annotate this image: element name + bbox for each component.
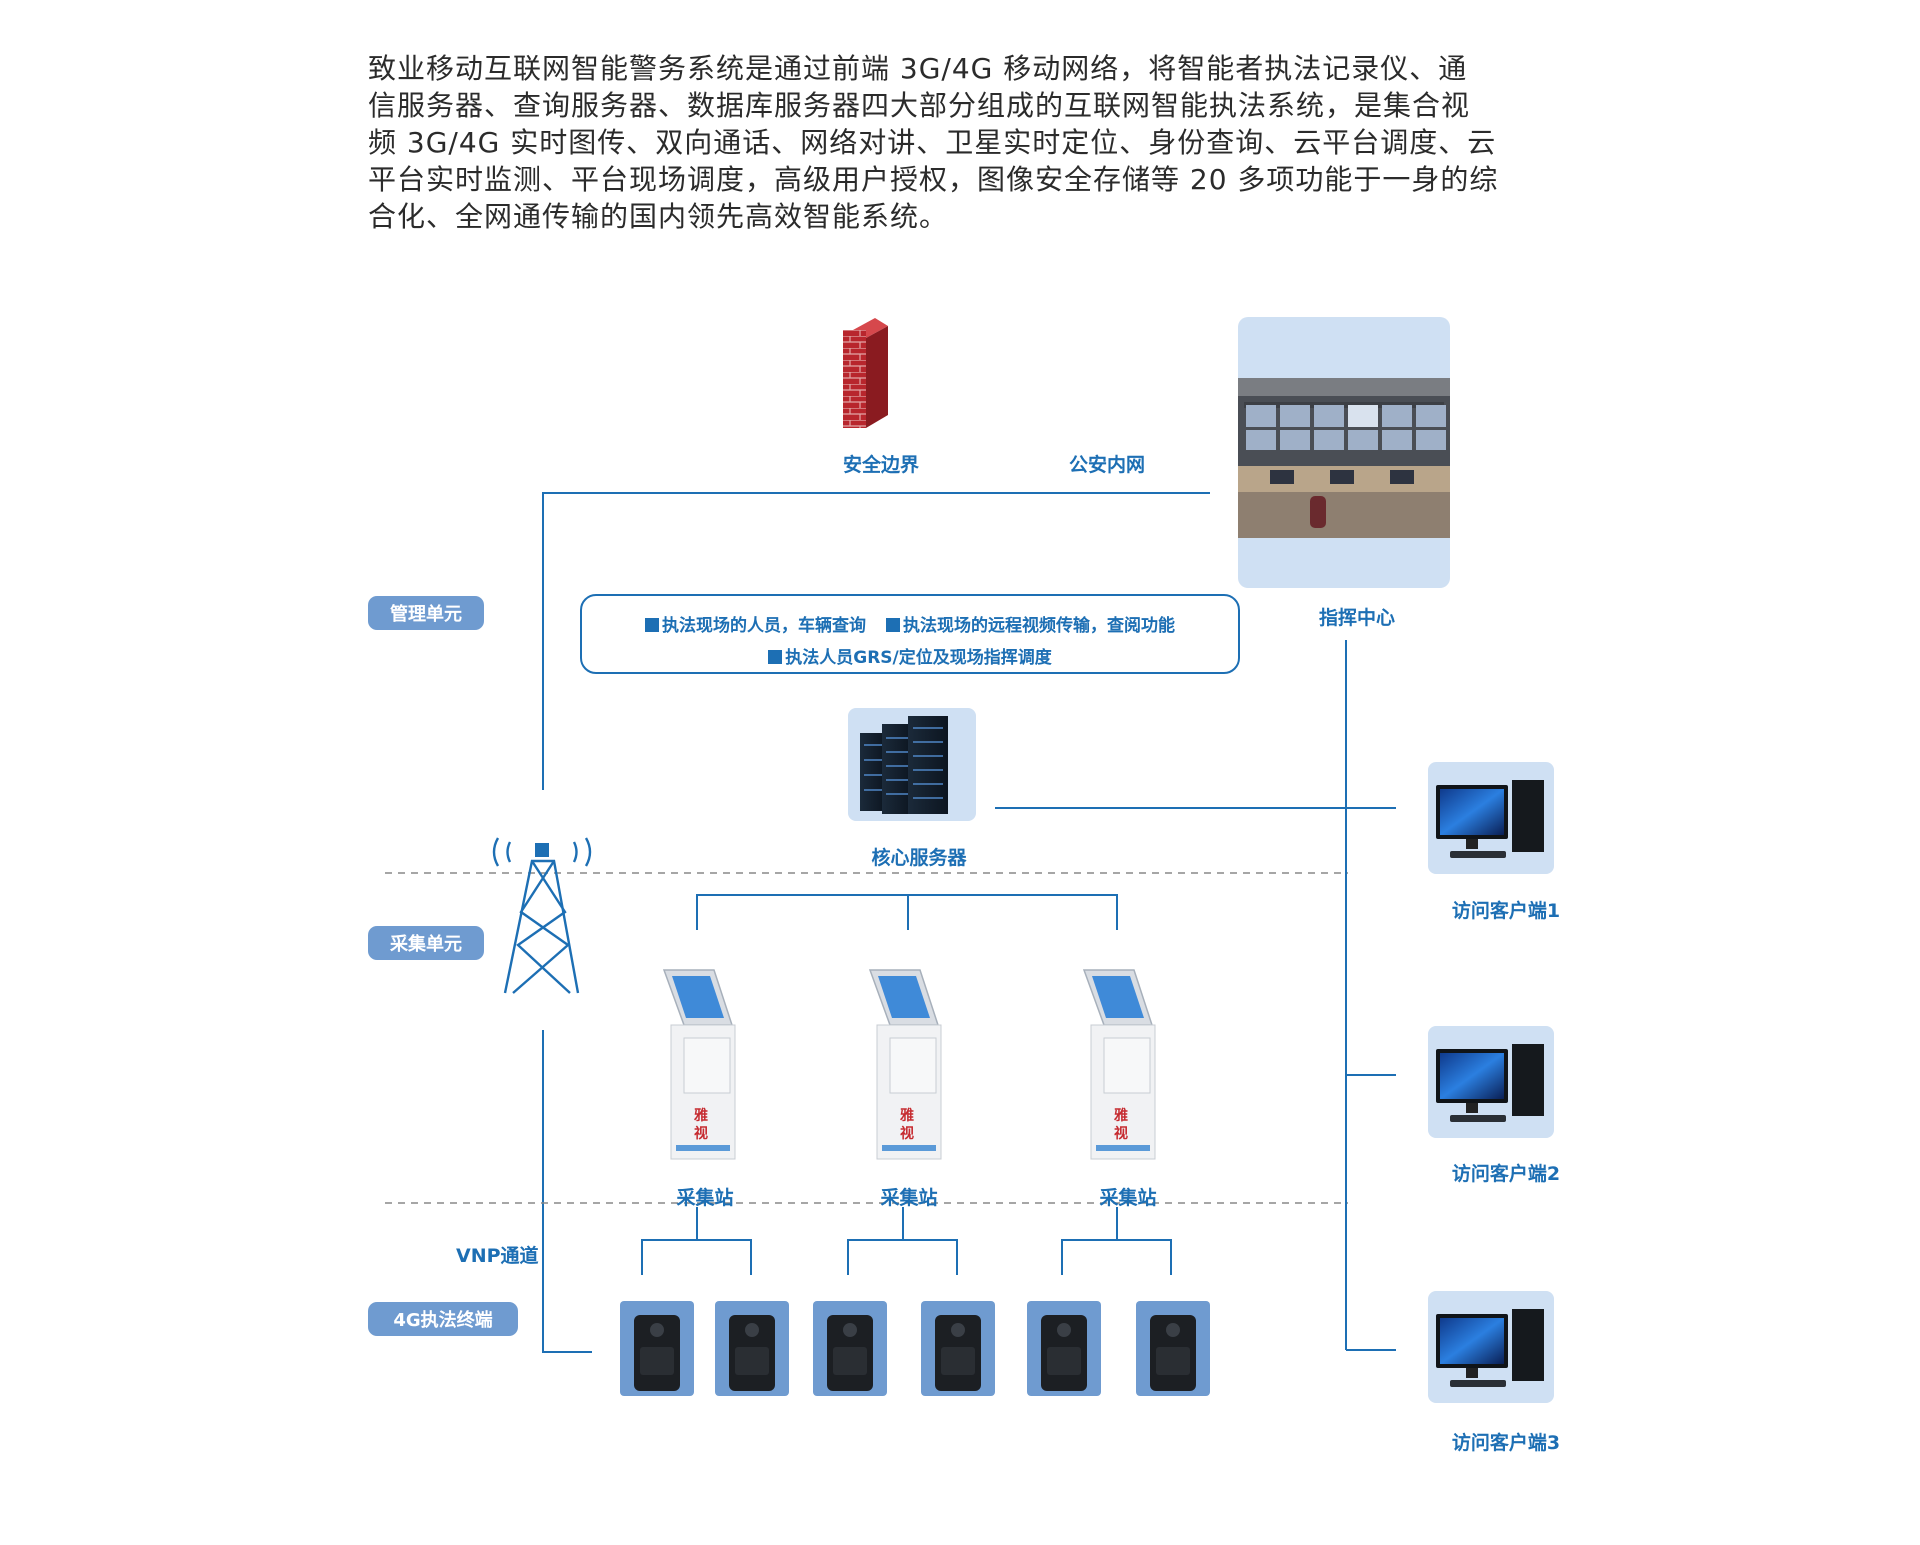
unit-terminal-pill: 4G执法终端: [368, 1302, 518, 1336]
intro-line: 信服务器、查询服务器、数据库服务器四大部分组成的互联网智能执法系统，是集合视: [368, 89, 1471, 122]
firewall-icon: [843, 318, 888, 428]
kiosk-station-3: 雅 视: [1082, 969, 1156, 1160]
layer-dividers: [385, 872, 1348, 1204]
features-row-2: 执法人员GRS/定位及现场指挥调度: [582, 642, 1238, 674]
kiosk-brand: 雅: [900, 1107, 914, 1124]
intro-paragraph: 致业移动互联网智能警务系统是通过前端 3G/4G 移动网络，将智能者执法记录仪、…: [368, 50, 1568, 235]
command-center-label: 指挥中心: [1318, 607, 1396, 629]
station-tree: [696, 894, 1118, 930]
square-bullet-icon: [645, 618, 660, 632]
unit-management-pill: 管理单元: [368, 596, 484, 630]
client3-label: 访问客户端3: [1451, 1432, 1561, 1454]
command-center-image: [1238, 317, 1450, 588]
terminal-tree-2: [847, 1207, 958, 1275]
intranet-link: [542, 492, 1210, 790]
feature-item: 执法现场的人员，车辆查询: [662, 616, 867, 636]
client-pc-2-image: [1428, 1026, 1554, 1138]
kiosk-station-2: 雅 视: [868, 969, 942, 1160]
body-camera-2: [715, 1301, 789, 1396]
body-camera-3: [813, 1301, 887, 1396]
intranet-label: 公安内网: [1068, 454, 1146, 476]
body-camera-5: [1027, 1301, 1101, 1396]
intro-line: 平台实时监测、平台现场调度，高级用户授权，图像安全存储等 20 多项功能于一身的…: [368, 163, 1499, 196]
kiosk-brand: 视: [1114, 1125, 1128, 1142]
intro-line: 致业移动互联网智能警务系统是通过前端 3G/4G 移动网络，将智能者执法记录仪、…: [368, 52, 1468, 85]
station-label-3: 采集站: [1099, 1187, 1157, 1209]
client1-label: 访问客户端1: [1451, 900, 1561, 922]
body-camera-1: [620, 1301, 694, 1396]
body-camera-4: [921, 1301, 995, 1396]
terminal-tree-1: [641, 1207, 752, 1275]
kiosk-station-1: 雅 视: [662, 969, 736, 1160]
kiosk-brand: 视: [694, 1125, 708, 1142]
intro-line: 频 3G/4G 实时图传、双向通话、网络对讲、卫星实时定位、身份查询、云平台调度…: [368, 126, 1497, 159]
connection-lines: [542, 492, 1396, 1353]
station-label-2: 采集站: [880, 1187, 938, 1209]
client-pc-1-image: [1428, 762, 1554, 874]
terminal-tree-3: [1061, 1207, 1172, 1275]
feature-item: 执法现场的远程视频传输，查阅功能: [902, 616, 1175, 636]
features-row-1: 执法现场的人员，车辆查询 执法现场的远程视频传输，查阅功能: [582, 610, 1238, 642]
client-pc-3-image: [1428, 1291, 1554, 1403]
kiosk-brand: 雅: [1114, 1107, 1128, 1124]
kiosk-brand: 雅: [694, 1107, 708, 1124]
unit-collection-pill: 采集单元: [368, 926, 484, 960]
features-box: 执法现场的人员，车辆查询 执法现场的远程视频传输，查阅功能 执法人员GRS/定位…: [580, 594, 1240, 674]
square-bullet-icon: [768, 650, 783, 664]
body-camera-6: [1136, 1301, 1210, 1396]
signal-tower-icon: [492, 837, 592, 994]
firewall-label: 安全边界: [842, 454, 920, 476]
station-label-1: 采集站: [676, 1187, 734, 1209]
client2-label: 访问客户端2: [1451, 1163, 1561, 1185]
kiosk-brand: 视: [900, 1125, 914, 1142]
core-server-label: 核心服务器: [871, 847, 967, 869]
vpn-channel-label: VNP通道: [456, 1245, 539, 1267]
tower-to-terminals-link: [542, 1030, 592, 1353]
feature-item: 执法人员GRS/定位及现场指挥调度: [785, 648, 1052, 668]
core-server-image: [848, 708, 976, 821]
intro-line: 合化、全网通传输的国内领先高效智能系统。: [368, 200, 949, 233]
square-bullet-icon: [885, 618, 900, 632]
